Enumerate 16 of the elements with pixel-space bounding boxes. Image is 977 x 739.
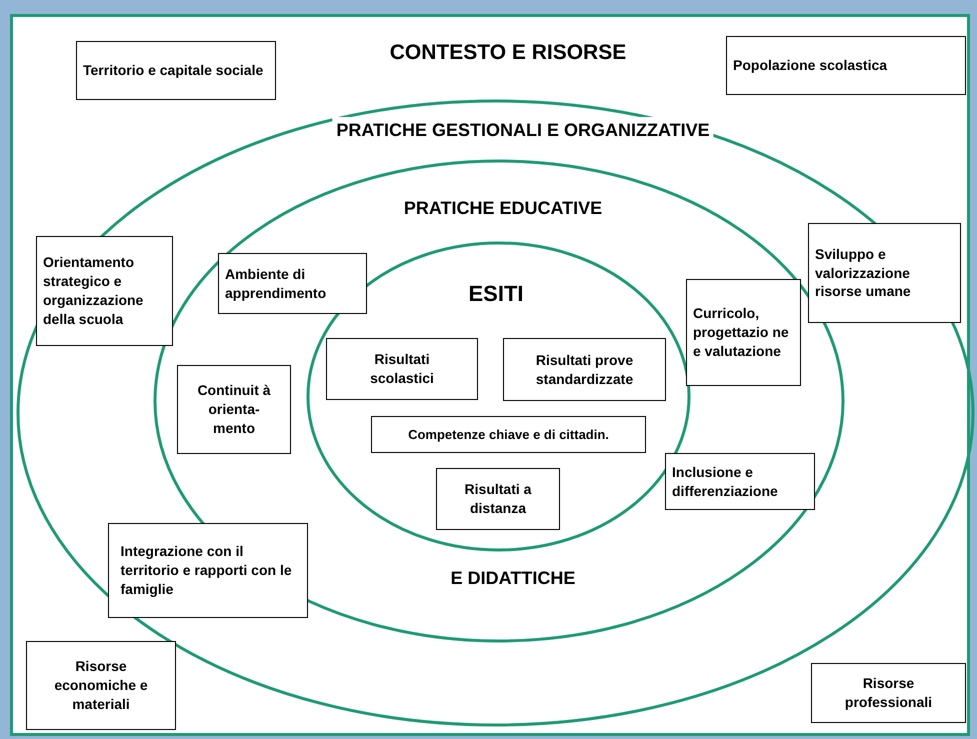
text-box: Orientamento strategico e organizzazione della scuola [36, 236, 173, 346]
text-box: Territorio e capitale sociale [76, 41, 276, 100]
text-box: Integrazione con il territorio e rapporti con le famiglie [108, 523, 308, 618]
text-box: Risultati scolastici [326, 338, 478, 400]
text-box: Popolazione scolastica [726, 36, 966, 95]
text-box: Inclusione e differenziazione [665, 453, 815, 510]
text-box: Sviluppo e valorizzazione risorse umane [808, 223, 961, 323]
text-box: Risorse economiche e materiali [26, 641, 176, 730]
text-box: Risultati prove standardizzate [503, 338, 666, 401]
text-box: Curricolo, progettazio ne e valutazione [686, 279, 801, 386]
text-box: Risultati a distanza [436, 468, 560, 530]
frame-title: CONTESTO E RISORSE [390, 40, 626, 66]
text-box: Continuit à orienta- mento [177, 365, 291, 454]
text-box: Risorse professionali [811, 663, 966, 723]
text-box: Competenze chiave e di cittadin. [371, 416, 646, 453]
text-box: Ambiente di apprendimento [218, 253, 367, 314]
